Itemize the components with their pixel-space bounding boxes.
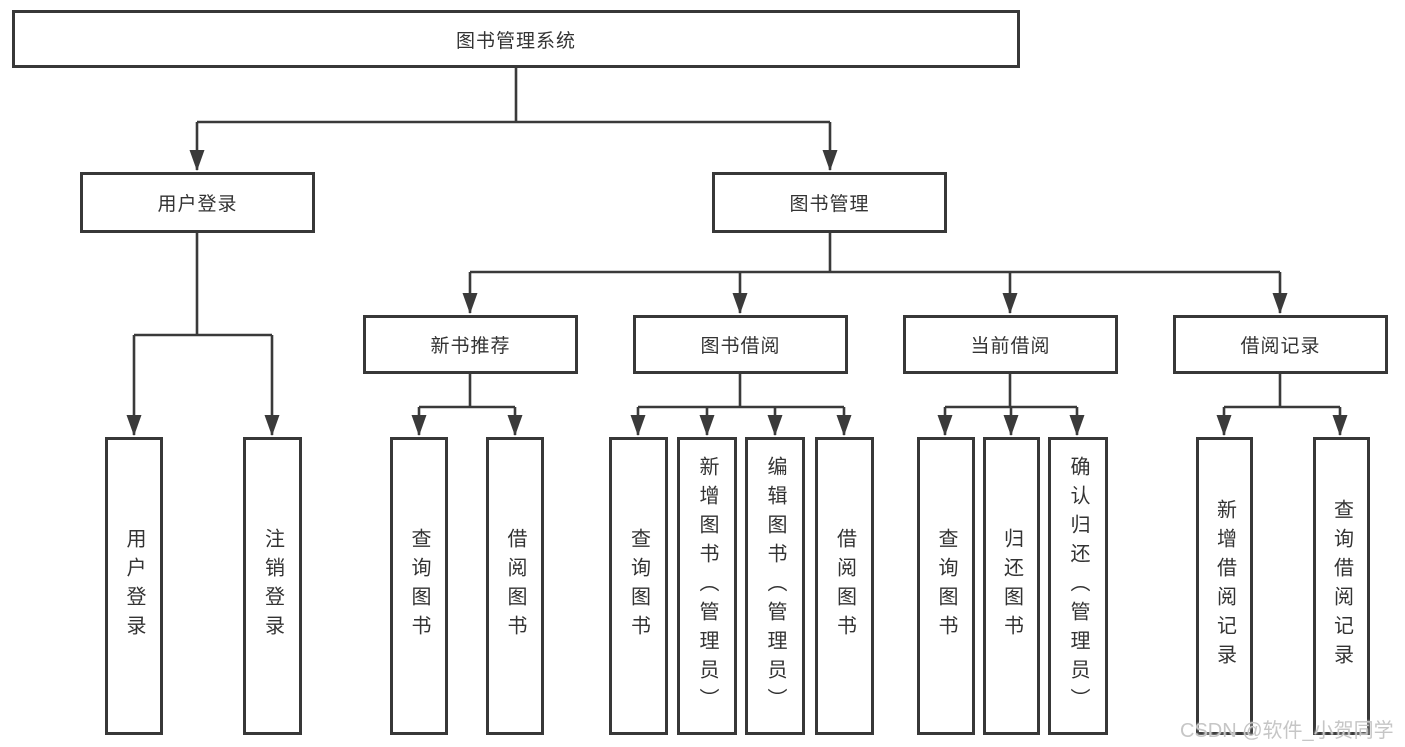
leaf-query-borrow-record: 查询借阅记录 [1313, 437, 1370, 735]
node-borrow-records-label: 借阅记录 [1240, 336, 1321, 357]
leaf-logout-label: 注销登录 [261, 528, 284, 644]
leaf-borrow-books-1-label: 借阅图书 [504, 528, 526, 644]
leaf-user-login: 用户登录 [105, 437, 163, 735]
leaf-add-book-admin: 新增图书（管理员） [677, 437, 737, 735]
csdn-watermark: CSDN @软件_小贺同学 [1180, 720, 1394, 742]
node-new-book-recommend: 新书推荐 [363, 315, 578, 374]
node-book-borrow-label: 图书借阅 [700, 336, 781, 357]
node-book-management-label: 图书管理 [789, 194, 870, 215]
node-book-borrow: 图书借阅 [633, 315, 848, 374]
leaf-query-books-2-label: 查询图书 [627, 528, 650, 644]
leaf-borrow-books-2: 借阅图书 [815, 437, 874, 735]
node-current-borrow: 当前借阅 [903, 315, 1118, 374]
leaf-return-book: 归还图书 [983, 437, 1040, 735]
node-book-management: 图书管理 [712, 172, 947, 233]
node-library-system-label: 图书管理系统 [455, 30, 576, 52]
node-user-login: 用户登录 [80, 172, 315, 233]
leaf-confirm-return-admin: 确认归还（管理员） [1048, 437, 1108, 735]
node-library-system: 图书管理系统 [12, 10, 1020, 68]
leaf-query-books-3-label: 查询图书 [935, 528, 957, 644]
leaf-user-login-label: 用户登录 [123, 528, 145, 644]
node-user-login-label: 用户登录 [157, 194, 238, 215]
node-borrow-records: 借阅记录 [1173, 315, 1388, 374]
leaf-logout: 注销登录 [243, 437, 302, 735]
node-current-borrow-label: 当前借阅 [970, 336, 1051, 357]
leaf-add-book-admin-label: 新增图书（管理员） [696, 455, 718, 717]
leaf-query-borrow-record-label: 查询借阅记录 [1330, 499, 1353, 673]
leaf-borrow-books-1: 借阅图书 [486, 437, 544, 735]
node-new-book-recommend-label: 新书推荐 [430, 336, 511, 357]
leaf-edit-book-admin-label: 编辑图书（管理员） [764, 455, 786, 717]
leaf-add-borrow-record-label: 新增借阅记录 [1213, 499, 1236, 673]
leaf-query-books-2: 查询图书 [609, 437, 668, 735]
leaf-add-borrow-record: 新增借阅记录 [1196, 437, 1253, 735]
leaf-query-books-1: 查询图书 [390, 437, 448, 735]
leaf-edit-book-admin: 编辑图书（管理员） [745, 437, 805, 735]
leaf-borrow-books-2-label: 借阅图书 [833, 528, 856, 644]
leaf-return-book-label: 归还图书 [1000, 528, 1023, 644]
leaf-query-books-3: 查询图书 [917, 437, 975, 735]
leaf-query-books-1-label: 查询图书 [408, 528, 430, 644]
leaf-confirm-return-admin-label: 确认归还（管理员） [1067, 455, 1089, 717]
